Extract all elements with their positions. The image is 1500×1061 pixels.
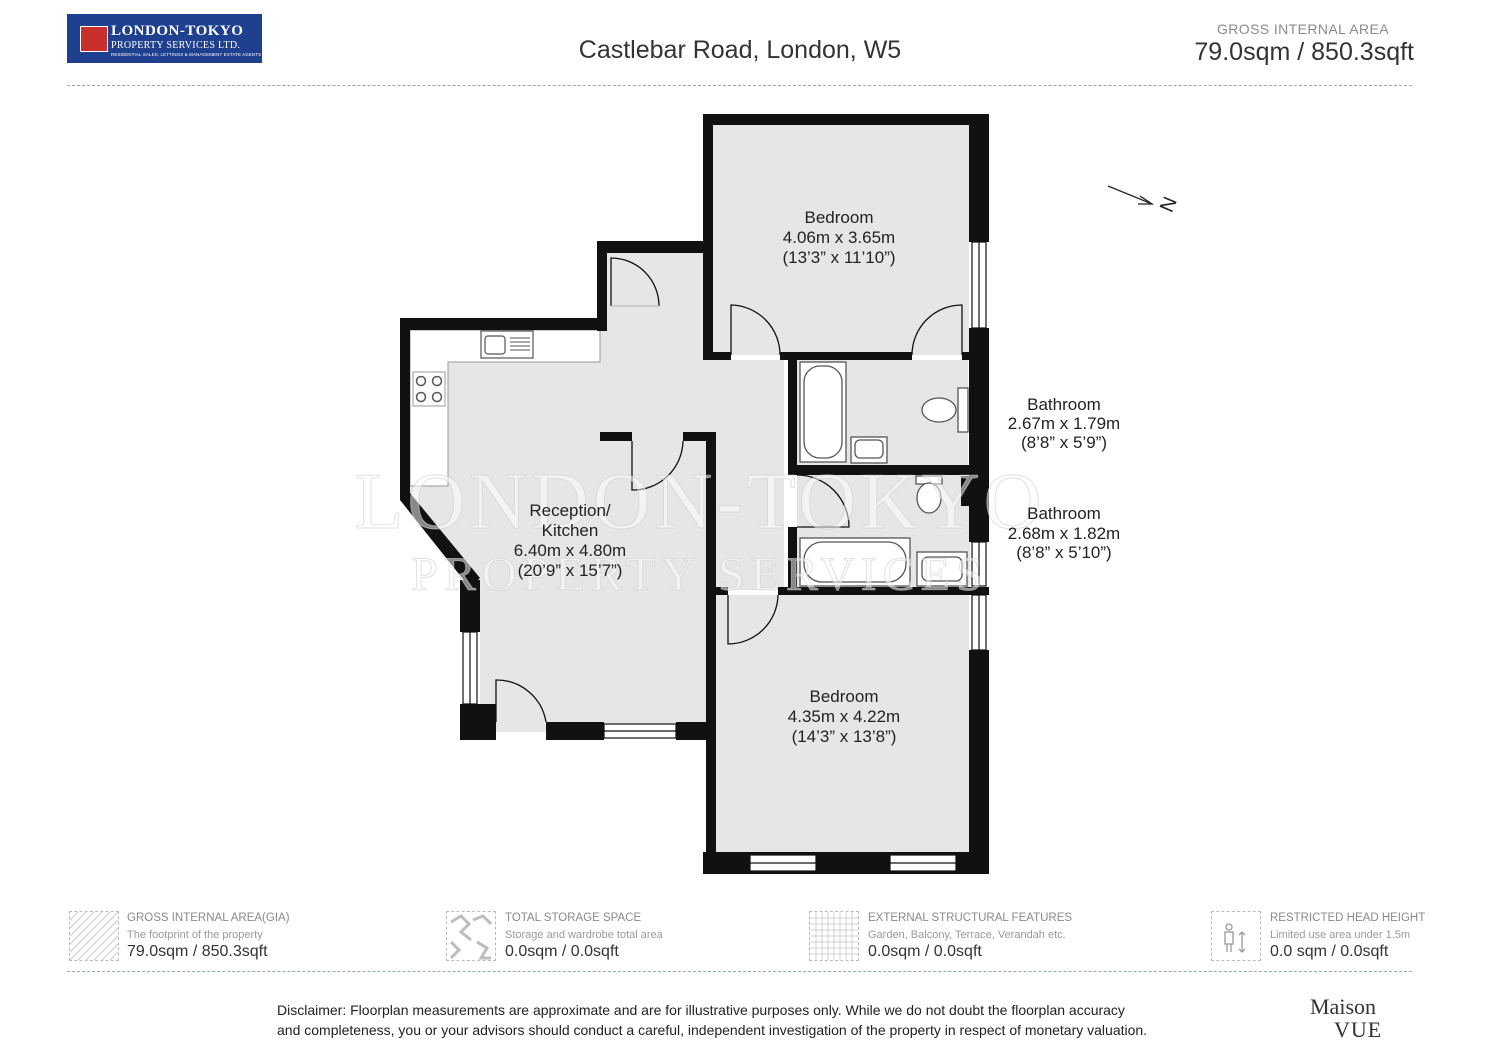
north-arrow-icon xyxy=(1107,185,1155,205)
agency-logo: LONDON-TOKYO PROPERTY SERVICES LTD. RESI… xyxy=(67,14,283,63)
room-label-reception-kitchen: Reception/ Kitchen 6.40m x 4.80m (20’9” … xyxy=(514,501,626,580)
svg-text:(13’3” x 11’10”): (13’3” x 11’10”) xyxy=(782,248,895,267)
watermark-line-1: LONDON-TOKYO xyxy=(355,458,1046,546)
svg-text:6.40m x 4.80m: 6.40m x 4.80m xyxy=(514,541,626,560)
svg-text:2.67m x 1.79m: 2.67m x 1.79m xyxy=(1008,414,1120,433)
brand-line-2: VUE xyxy=(1334,1017,1383,1042)
logo-line-2: PROPERTY SERVICES LTD. xyxy=(111,40,241,51)
property-address: Castlebar Road, London, W5 xyxy=(578,36,902,64)
room-label-bathroom-1: Bathroom 2.67m x 1.79m (8’8” x 5’9”) xyxy=(1008,395,1120,452)
svg-text:(14’3” x 13’8”): (14’3” x 13’8”) xyxy=(792,727,897,746)
svg-text:Reception/: Reception/ xyxy=(529,501,611,520)
room-label-bedroom-2: Bedroom 4.35m x 4.22m (14’3” x 13’8”) xyxy=(788,687,900,746)
svg-text:(8’8” x 5’10”): (8’8” x 5’10”) xyxy=(1016,543,1111,562)
windows xyxy=(462,241,987,872)
crest-icon xyxy=(80,26,108,52)
gia-label: GROSS INTERNAL AREA xyxy=(1216,21,1389,37)
disclaimer-line-2: and completeness, you or your advisors s… xyxy=(277,1022,1148,1038)
svg-text:4.35m x 4.22m: 4.35m x 4.22m xyxy=(788,707,900,726)
room-label-bathroom-2: Bathroom 2.68m x 1.82m (8’8” x 5’10”) xyxy=(1008,504,1120,562)
svg-text:Bedroom: Bedroom xyxy=(805,208,874,227)
disclaimer: Disclaimer: Floorplan measurements are a… xyxy=(277,1000,1237,1040)
svg-text:2.68m x 1.82m: 2.68m x 1.82m xyxy=(1008,524,1120,543)
watermark-line-2: PROPERTY SERVICES xyxy=(411,548,989,601)
doors xyxy=(495,257,963,723)
toilet-icon xyxy=(957,387,969,433)
svg-text:4.06m x 3.65m: 4.06m x 3.65m xyxy=(783,228,895,247)
footer-divider xyxy=(67,971,1412,972)
hob-icon xyxy=(412,371,446,407)
svg-text:(8’8” x 5’9”): (8’8” x 5’9”) xyxy=(1021,433,1107,452)
north-label: N xyxy=(1156,194,1182,216)
logo-line-3: RESIDENTIAL SALES, LETTINGS & MANAGEMENT… xyxy=(111,52,284,57)
svg-text:(20’9” x 15’7”): (20’9” x 15’7”) xyxy=(518,561,623,580)
room-label-bedroom-1: Bedroom 4.06m x 3.65m (13’3” x 11’10”) xyxy=(782,208,895,267)
bathroom-1-fixtures xyxy=(799,361,969,464)
gia-value: 79.0sqm / 850.3sqft xyxy=(1194,38,1414,66)
svg-text:Bedroom: Bedroom xyxy=(810,687,879,706)
svg-text:Kitchen: Kitchen xyxy=(542,521,599,540)
brand-line-1: Maison xyxy=(1310,994,1376,1019)
svg-text:Bathroom: Bathroom xyxy=(1027,504,1101,523)
watermark: LONDON-TOKYO PROPERTY SERVICES xyxy=(354,458,1046,602)
kitchen-counter xyxy=(409,329,601,487)
header-divider xyxy=(67,85,1412,86)
disclaimer-line-1: Disclaimer: Floorplan measurements are a… xyxy=(277,1002,1125,1018)
svg-text:Bathroom: Bathroom xyxy=(1027,395,1101,414)
bathroom-2-fixtures xyxy=(799,475,968,587)
logo-line-1: LONDON-TOKYO xyxy=(111,23,244,39)
room-labels: Bedroom 4.06m x 3.65m (13’3” x 11’10”) B… xyxy=(514,208,1120,746)
